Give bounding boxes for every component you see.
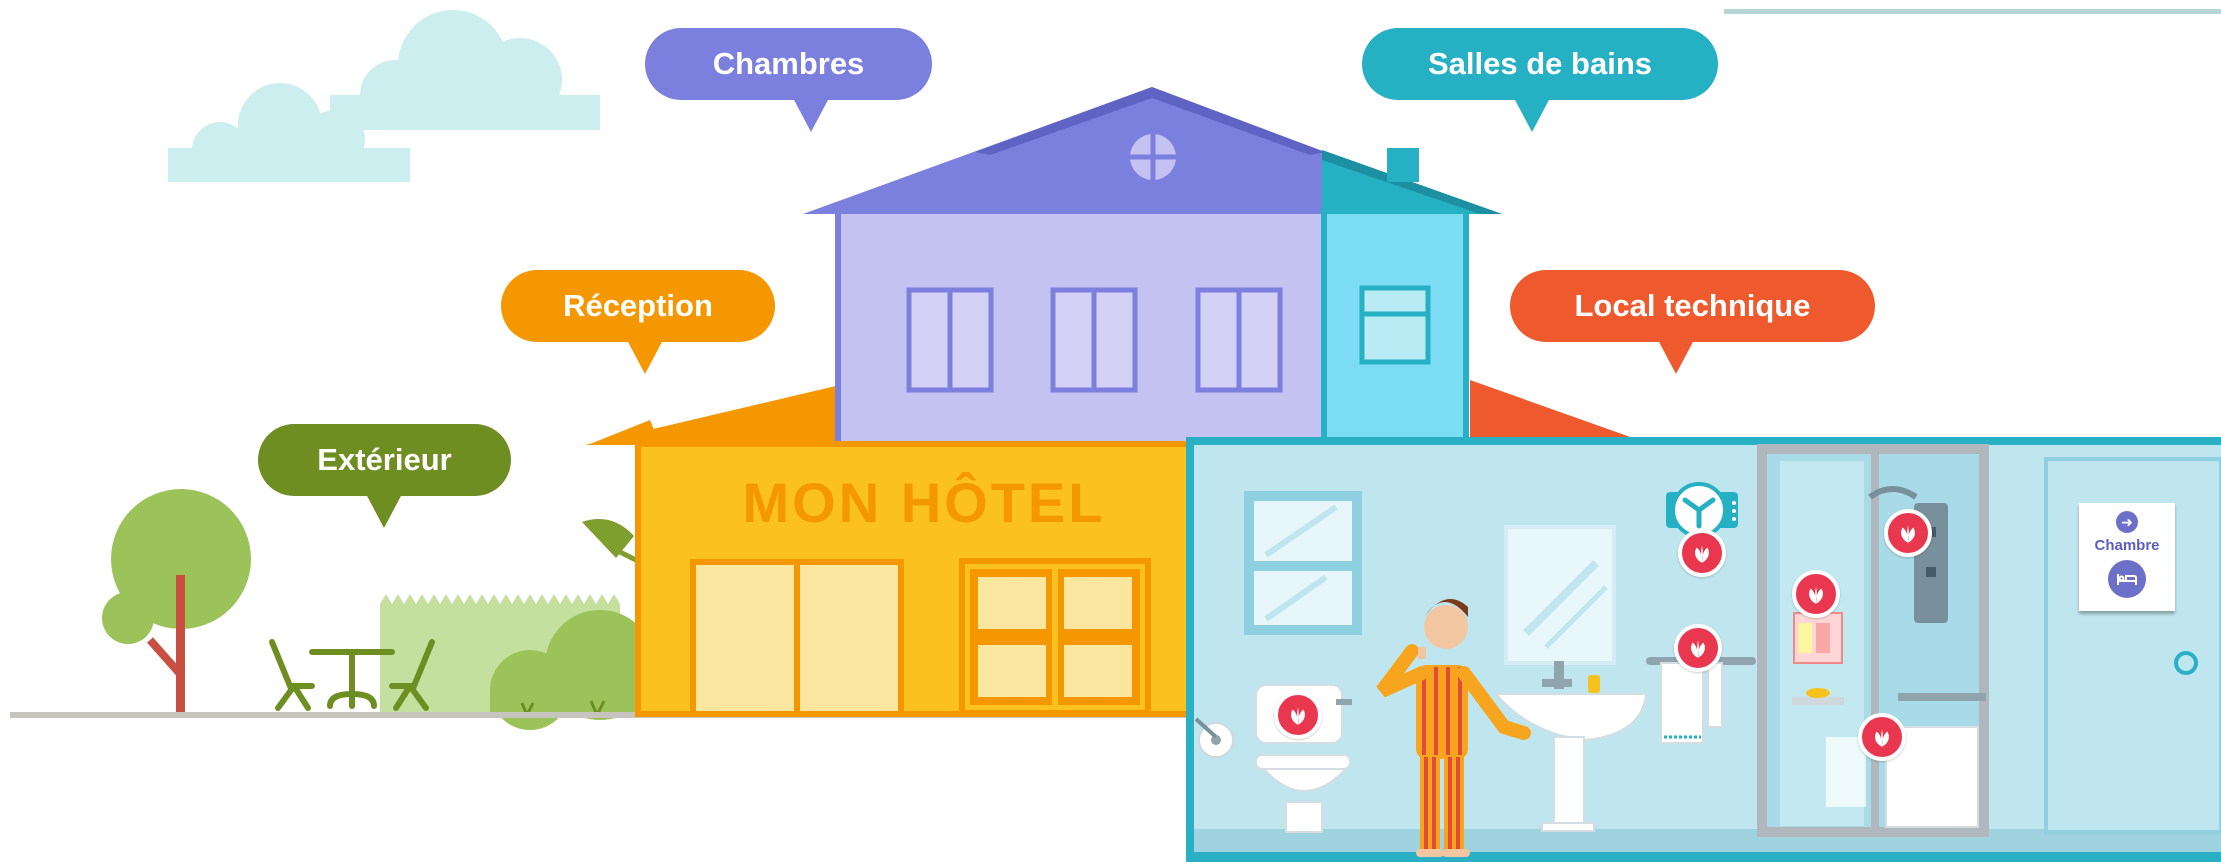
door-sign-label: Chambre (2094, 537, 2160, 554)
bed-icon (2108, 560, 2146, 598)
leaf-icon (1695, 545, 1709, 563)
mirror (1504, 525, 1616, 665)
hotspot-toiletries[interactable] (1792, 570, 1840, 618)
hotspot-shower[interactable] (1884, 509, 1932, 557)
bubble-salles-de-bains-label: Salles de bains (1428, 46, 1652, 81)
leaf-icon (1291, 707, 1305, 725)
round-window-icon (1130, 134, 1176, 180)
bubble-local-technique[interactable]: Local technique (1510, 270, 1875, 374)
shower-cabin (1757, 444, 1989, 837)
door-sign-chambre[interactable]: ➜ Chambre (2079, 503, 2175, 611)
sink-icon (1493, 661, 1648, 832)
hotel-sign: MON HÔTEL (743, 471, 1106, 534)
reception-roof (585, 385, 840, 445)
ventilation-icon (1666, 482, 1738, 538)
entrance-door (690, 559, 904, 717)
hotspot-bathtub[interactable] (1858, 713, 1906, 761)
bubble-chambres-label: Chambres (712, 46, 865, 81)
bathroom-window-icon (1359, 285, 1431, 365)
hotspot-toilet[interactable] (1274, 691, 1322, 739)
top-edge-bar (1724, 9, 2221, 14)
bubble-exterieur[interactable]: Extérieur (258, 424, 511, 528)
bathroom-wall-window (1244, 491, 1362, 635)
man-brushing-teeth (1376, 599, 1531, 857)
bubble-salles-de-bains[interactable]: Salles de bains (1362, 28, 1718, 132)
technical-room-roof (1470, 380, 1650, 444)
bubble-exterieur-label: Extérieur (317, 442, 452, 477)
bathroom-panel (1186, 437, 2221, 862)
bubble-reception-label: Réception (563, 288, 713, 323)
garden-table-icon (269, 639, 435, 711)
leaf-icon (1901, 525, 1915, 543)
bubble-chambres[interactable]: Chambres (645, 28, 932, 132)
tree-icon (102, 489, 251, 715)
cloud-icon (168, 10, 600, 182)
leaf-icon (1809, 586, 1823, 604)
reception-window (959, 558, 1151, 716)
bubble-local-technique-label: Local technique (1574, 288, 1811, 323)
rooms-windows (906, 287, 1283, 393)
hotspot-towel-rack[interactable] (1674, 624, 1722, 672)
leaf-icon (1691, 640, 1705, 658)
toilet-paper-icon (1194, 717, 1234, 758)
bubble-reception[interactable]: Réception (501, 270, 775, 374)
arrow-right-icon: ➜ (2116, 511, 2138, 533)
leaf-icon (1875, 729, 1889, 747)
ground-line (10, 712, 1190, 718)
chimney (1387, 148, 1419, 182)
towel-rack-icon (1646, 657, 1756, 744)
rooms-roof (803, 87, 1325, 214)
bush-icon (490, 610, 655, 730)
garden-lamp-icon (582, 519, 638, 563)
hotspot-ventilation[interactable] (1678, 529, 1726, 577)
